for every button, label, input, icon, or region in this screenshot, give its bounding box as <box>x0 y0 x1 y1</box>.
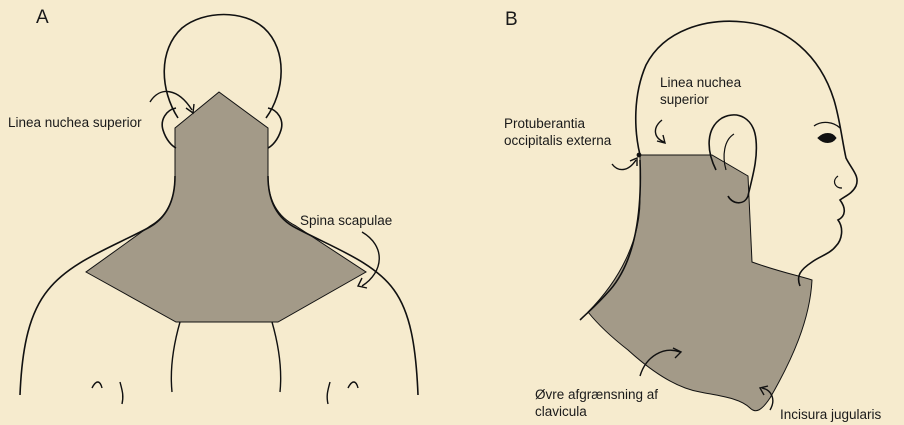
panel-a-scapula-right-2 <box>327 382 330 404</box>
label-linea-nuchea-superior-b: Linea nuchea superior <box>660 74 741 108</box>
label-ovre-afgraensning-af-clavicula: Øvre afgrænsning af clavicula <box>535 386 658 420</box>
panel-a-scapula-left-2 <box>120 382 123 404</box>
panel-a-back-line-left <box>171 322 180 392</box>
panel-a-arrow-linea-nuchea <box>150 92 192 110</box>
label-ovre-line1: Øvre afgrænsning af <box>535 386 658 403</box>
panel-a-scapula-left <box>92 382 102 388</box>
label-protuberantia-line2: occipitalis externa <box>504 132 611 149</box>
panel-a-drawing <box>20 15 418 405</box>
panel-a-arrowhead-linea-nuchea <box>186 104 194 113</box>
panel-a-back-line-right <box>272 322 281 392</box>
panel-a-arrow-spina-scapulae <box>362 232 379 286</box>
panel-b-letter: B <box>505 10 518 30</box>
label-spina-scapulae: Spina scapulae <box>300 212 392 229</box>
label-linea-nuchea-superior-b-line1: Linea nuchea <box>660 74 741 91</box>
panel-b-shaded-region <box>588 155 812 411</box>
panel-a-letter: A <box>36 8 49 28</box>
panel-b-nose <box>835 176 842 188</box>
panel-b-arrow-linea-nuchea <box>655 120 664 142</box>
label-linea-nuchea-superior-b-line2: superior <box>660 91 741 108</box>
label-linea-nuchea-superior-a: Linea nuchea superior <box>8 114 142 131</box>
panel-b-protuberantia-point <box>637 153 642 158</box>
panel-a-scapula-right <box>348 382 358 388</box>
panel-a-right-ear <box>268 108 282 148</box>
panel-b-eyebrow <box>814 122 840 128</box>
label-protuberantia-occipitalis-externa: Protuberantia occipitalis externa <box>504 115 611 149</box>
panel-b-eye <box>818 134 836 143</box>
panel-b-arrow-protuberantia <box>612 160 636 170</box>
label-ovre-line2: clavicula <box>535 403 658 420</box>
panel-b-arrowhead-protuberantia <box>630 158 637 166</box>
label-protuberantia-line1: Protuberantia <box>504 115 611 132</box>
label-incisura-jugularis: Incisura jugularis <box>780 406 881 423</box>
panel-a-left-ear <box>162 108 176 148</box>
